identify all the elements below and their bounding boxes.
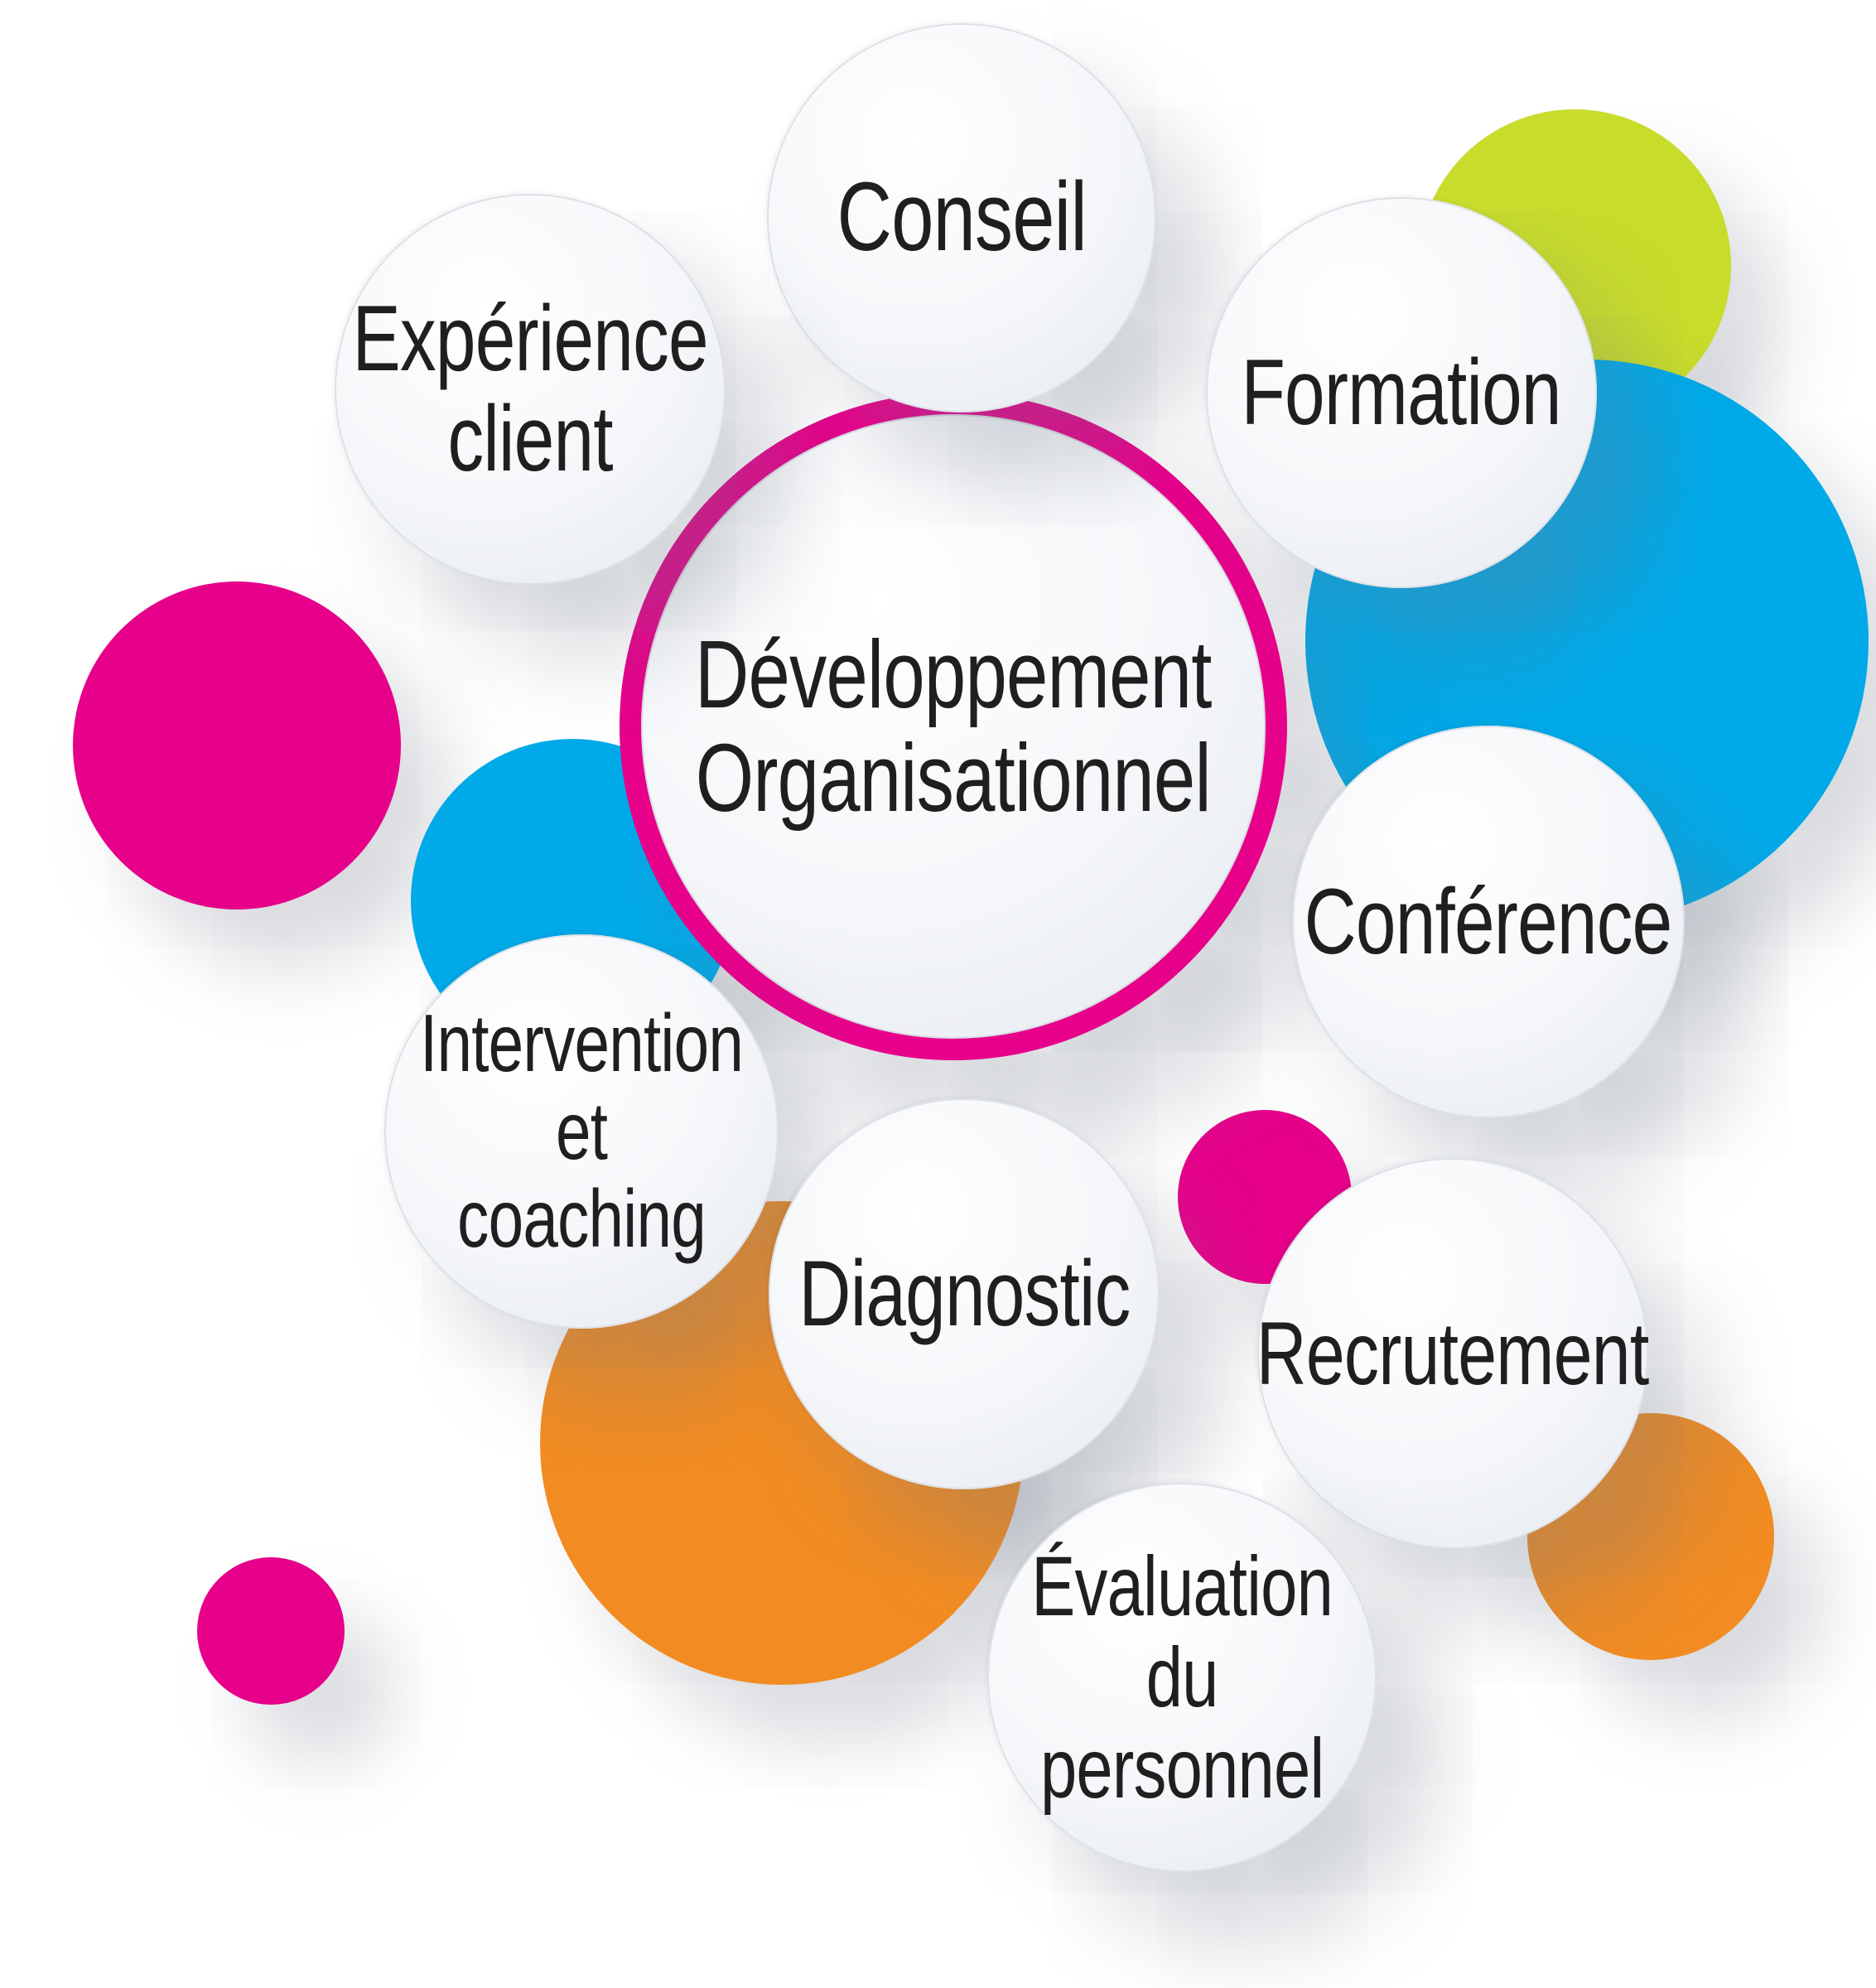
node-label-line: coaching <box>457 1172 707 1264</box>
node-label-line: et <box>555 1085 608 1177</box>
node-conseil: Conseil <box>767 23 1156 413</box>
center-label: Développement Organisationnel <box>695 620 1212 832</box>
node-label: Évaluation du personnel <box>1031 1538 1333 1817</box>
node-label: Diagnostic <box>798 1241 1131 1345</box>
node-label-line: Conseil <box>837 162 1087 273</box>
center-node: Développement Organisationnel <box>620 393 1287 1060</box>
node-label-line: personnel <box>1039 1721 1324 1817</box>
tiny-magenta-disc <box>197 1557 345 1705</box>
left-magenta-disc <box>73 581 401 910</box>
node-evaluation-personnel: Évaluation du personnel <box>987 1483 1377 1872</box>
node-label-line: Recrutement <box>1256 1302 1649 1403</box>
center-label-line: Organisationnel <box>695 724 1212 832</box>
node-label-line: Diagnostic <box>798 1241 1131 1345</box>
node-label-line: Conférence <box>1305 869 1673 973</box>
node-experience-client: Expérience client <box>335 194 726 585</box>
node-label-line: Évaluation <box>1031 1538 1333 1633</box>
node-label: Formation <box>1241 340 1562 444</box>
node-label-line: Formation <box>1241 340 1562 444</box>
node-label: Recrutement <box>1256 1305 1649 1402</box>
node-formation: Formation <box>1206 197 1597 588</box>
node-label: Intervention et coaching <box>419 997 744 1264</box>
node-label-line: client <box>447 387 613 490</box>
node-label: Expérience client <box>352 287 708 490</box>
center-label-line: Développement <box>695 620 1212 728</box>
node-diagnostic: Diagnostic <box>769 1098 1160 1489</box>
node-label-line: Expérience <box>352 287 708 391</box>
node-conference: Conférence <box>1292 726 1685 1118</box>
node-label: Conférence <box>1305 869 1673 973</box>
node-intervention-coaching: Intervention et coaching <box>384 934 779 1329</box>
node-recrutement: Recrutement <box>1256 1158 1650 1549</box>
node-label: Conseil <box>837 162 1087 273</box>
node-label-line: du <box>1145 1629 1219 1725</box>
node-label-line: Intervention <box>419 997 744 1089</box>
